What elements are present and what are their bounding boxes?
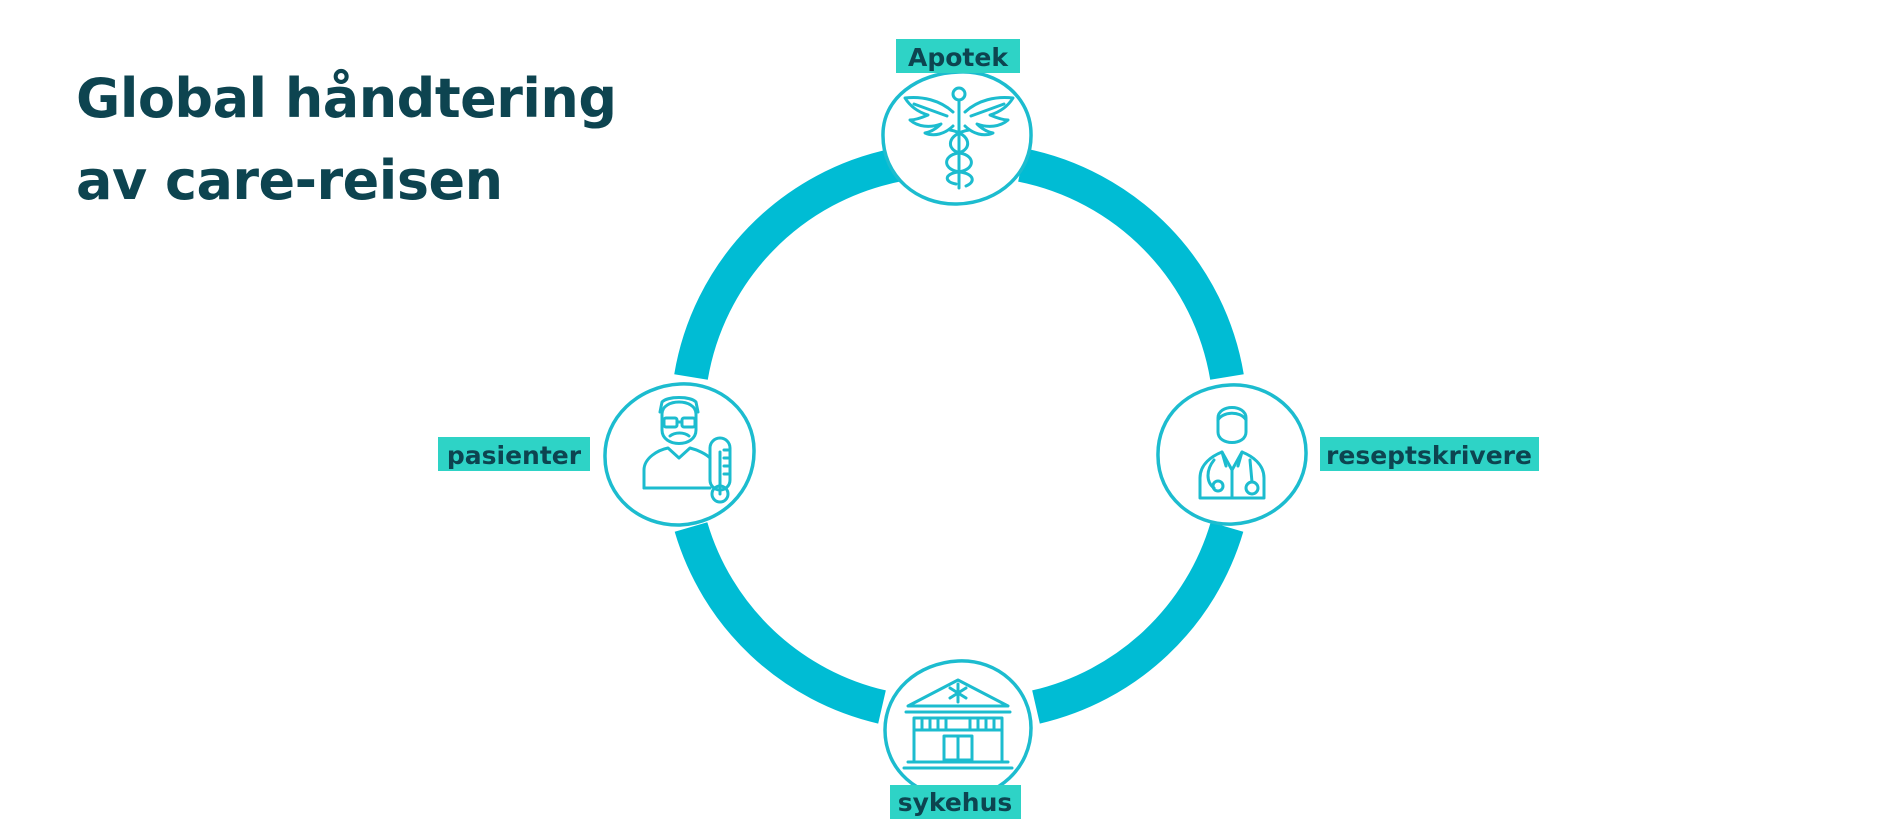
label-background-bottom bbox=[890, 785, 1021, 819]
node-label-reseptskrivere: reseptskrivere bbox=[1326, 441, 1532, 470]
title-line-2: av care-reisen bbox=[76, 149, 503, 212]
node-label-pasienter: pasienter bbox=[447, 441, 582, 470]
caduceus-icon bbox=[903, 86, 1015, 190]
node-label-sykehus: sykehus bbox=[898, 788, 1013, 817]
node-reseptskrivere: reseptskrivere bbox=[1156, 383, 1539, 526]
label-background-left bbox=[438, 437, 590, 471]
diagram-title: Global håndtering av care-reisen bbox=[76, 58, 617, 222]
node-circle-right bbox=[1156, 383, 1308, 526]
doctor-icon bbox=[1198, 406, 1266, 500]
patient-icon bbox=[642, 396, 732, 504]
ring-segment-left-top bbox=[674, 148, 900, 380]
hospital-icon bbox=[902, 678, 1014, 770]
node-sykehus: sykehus bbox=[883, 659, 1033, 819]
ring-segment-bottom-left bbox=[674, 522, 886, 724]
label-background-top bbox=[896, 39, 1020, 73]
node-pasienter: pasienter bbox=[438, 382, 756, 527]
ring-segment-right-bottom bbox=[1032, 522, 1244, 724]
node-apotek: Apotek bbox=[881, 39, 1033, 206]
label-background-right bbox=[1320, 437, 1539, 471]
cycle-ring bbox=[674, 148, 1244, 724]
ring-segment-top-right bbox=[1018, 148, 1244, 380]
node-label-apotek: Apotek bbox=[908, 43, 1009, 72]
title-line-1: Global håndtering bbox=[76, 67, 617, 130]
node-circle-left bbox=[603, 382, 756, 527]
